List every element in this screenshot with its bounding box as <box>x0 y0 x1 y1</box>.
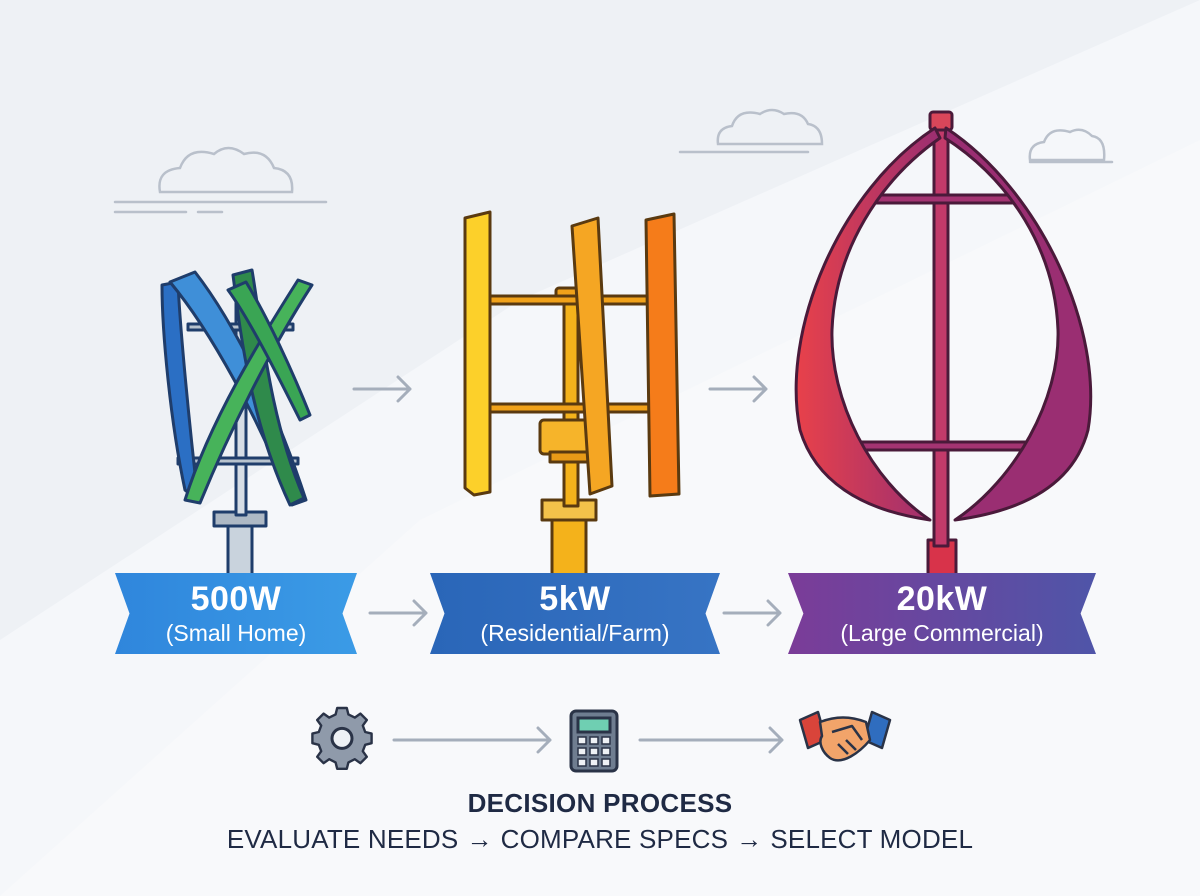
usage-label: (Small Home) <box>165 619 307 646</box>
usage-label: (Large Commercial) <box>840 619 1044 646</box>
handshake-icon <box>798 710 892 762</box>
step-select-model: SELECT MODEL <box>770 824 974 854</box>
arrow-icon <box>638 726 784 754</box>
commercial-darrieus-turbine <box>794 110 1093 580</box>
power-rating: 5kW <box>539 579 611 618</box>
step-separator: → <box>466 824 493 854</box>
cloud-icon <box>678 108 824 154</box>
banner-500w: 500W (Small Home) <box>115 573 357 654</box>
small-helical-turbine <box>160 268 314 578</box>
residential-straight-blade-turbine <box>463 210 681 579</box>
arrow-icon <box>368 599 428 627</box>
decision-process-title: DECISION PROCESS <box>467 788 733 818</box>
arrow-icon <box>722 599 782 627</box>
step-separator: → <box>736 824 763 854</box>
banner-20kw: 20kW (Large Commercial) <box>788 573 1096 654</box>
arrow-icon <box>392 726 552 754</box>
power-rating: 20kW <box>896 579 988 618</box>
gear-icon <box>311 706 373 771</box>
cloud-icon <box>1028 128 1114 164</box>
arrow-icon <box>352 375 412 403</box>
step-compare-specs: COMPARE SPECS <box>500 824 729 854</box>
cloud-icon <box>113 146 328 214</box>
power-rating: 500W <box>190 579 282 618</box>
calculator-icon <box>569 709 619 773</box>
arrow-icon <box>708 375 768 403</box>
decision-process-steps: EVALUATE NEEDS→COMPARE SPECS→SELECT MODE… <box>0 824 1200 855</box>
usage-label: (Residential/Farm) <box>480 619 670 646</box>
background-lighter-band <box>0 140 1200 896</box>
banner-5kw: 5kW (Residential/Farm) <box>430 573 720 654</box>
step-evaluate-needs: EVALUATE NEEDS <box>226 824 459 854</box>
